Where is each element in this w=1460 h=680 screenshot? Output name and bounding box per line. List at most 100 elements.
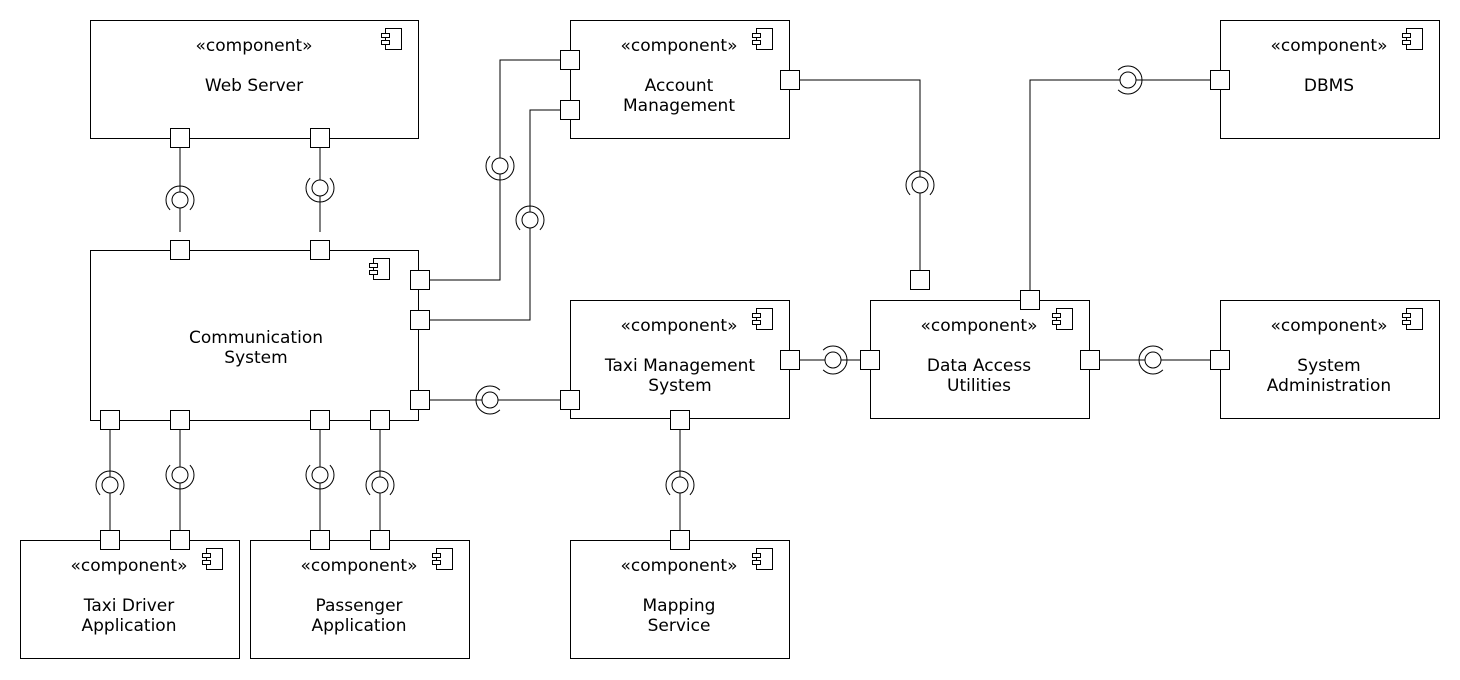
provided-interface-ball [171, 191, 189, 209]
component-name: Administration [1267, 376, 1391, 396]
provided-interface-ball [671, 476, 689, 494]
port [170, 530, 190, 550]
port [1020, 290, 1040, 310]
component-stereotype: «component» [621, 556, 738, 576]
provided-interface-ball [911, 176, 929, 194]
component-web-server: «component»Web Server [90, 20, 419, 139]
port [170, 410, 190, 430]
required-interface-socket [305, 464, 335, 490]
interface-symbol [905, 170, 935, 196]
component-icon [381, 28, 402, 50]
required-interface-socket [485, 155, 515, 181]
interface-symbol [665, 470, 695, 496]
provided-interface-ball [491, 157, 509, 175]
provided-interface-ball [521, 211, 539, 229]
port [100, 410, 120, 430]
required-interface-socket [165, 464, 195, 490]
port [100, 530, 120, 550]
component-icon [202, 548, 223, 570]
port [410, 270, 430, 290]
required-interface-socket [515, 205, 545, 231]
provided-interface-ball [171, 466, 189, 484]
component-icon [1402, 308, 1423, 330]
component-name: Account [645, 76, 714, 96]
port [560, 100, 580, 120]
component-name: Passenger [315, 596, 402, 616]
required-interface-socket [165, 185, 195, 211]
component-icon [752, 548, 773, 570]
component-stereotype: «component» [1271, 316, 1388, 336]
component-name: Application [82, 616, 177, 636]
component-name: Utilities [947, 376, 1011, 396]
interface-symbol [485, 155, 515, 181]
component-name: Service [648, 616, 711, 636]
required-interface-socket [305, 177, 335, 203]
component-icon [369, 258, 390, 280]
required-interface-socket [475, 385, 501, 415]
port [1210, 350, 1230, 370]
port [1210, 70, 1230, 90]
required-interface-socket [1138, 345, 1164, 375]
required-interface-socket [822, 345, 848, 375]
provided-interface-ball [1144, 351, 1162, 369]
port [310, 410, 330, 430]
connector-line [430, 109, 561, 321]
component-stereotype: «component» [1271, 36, 1388, 56]
port [410, 390, 430, 410]
connector-line [1029, 79, 1211, 291]
provided-interface-ball [311, 179, 329, 197]
component-name: System [224, 348, 287, 368]
port [560, 390, 580, 410]
port [670, 410, 690, 430]
required-interface-socket [365, 470, 395, 496]
provided-interface-ball [824, 351, 842, 369]
required-interface-socket [905, 170, 935, 196]
required-interface-socket [95, 470, 125, 496]
component-icon [752, 308, 773, 330]
component-name: Management [623, 96, 735, 116]
port [170, 128, 190, 148]
port [1080, 350, 1100, 370]
connector-line [800, 79, 921, 271]
component-stereotype: «component» [921, 316, 1038, 336]
component-name: Taxi Management [604, 356, 755, 376]
provided-interface-ball [481, 391, 499, 409]
component-box [90, 250, 419, 421]
port [560, 50, 580, 70]
interface-symbol [305, 177, 335, 203]
interface-symbol [1138, 345, 1164, 375]
interface-symbol [305, 464, 335, 490]
port [370, 410, 390, 430]
port [860, 350, 880, 370]
provided-interface-ball [1119, 71, 1137, 89]
port [780, 70, 800, 90]
provided-interface-ball [311, 466, 329, 484]
component-icon [1052, 308, 1073, 330]
interface-symbol [95, 470, 125, 496]
port [780, 350, 800, 370]
interface-symbol [822, 345, 848, 375]
component-name: Application [312, 616, 407, 636]
port [310, 128, 330, 148]
port [670, 530, 690, 550]
component-stereotype: «component» [196, 36, 313, 56]
required-interface-socket [665, 470, 695, 496]
component-name: Data Access [927, 356, 1031, 376]
component-name: Communication [189, 328, 323, 348]
component-stereotype: «component» [71, 556, 188, 576]
component-name: Taxi Driver [83, 596, 175, 616]
component-name: Mapping [643, 596, 716, 616]
required-interface-socket [1117, 65, 1143, 95]
port [410, 310, 430, 330]
component-box [90, 20, 419, 139]
component-stereotype: «component» [621, 36, 738, 56]
component-icon [1402, 28, 1423, 50]
